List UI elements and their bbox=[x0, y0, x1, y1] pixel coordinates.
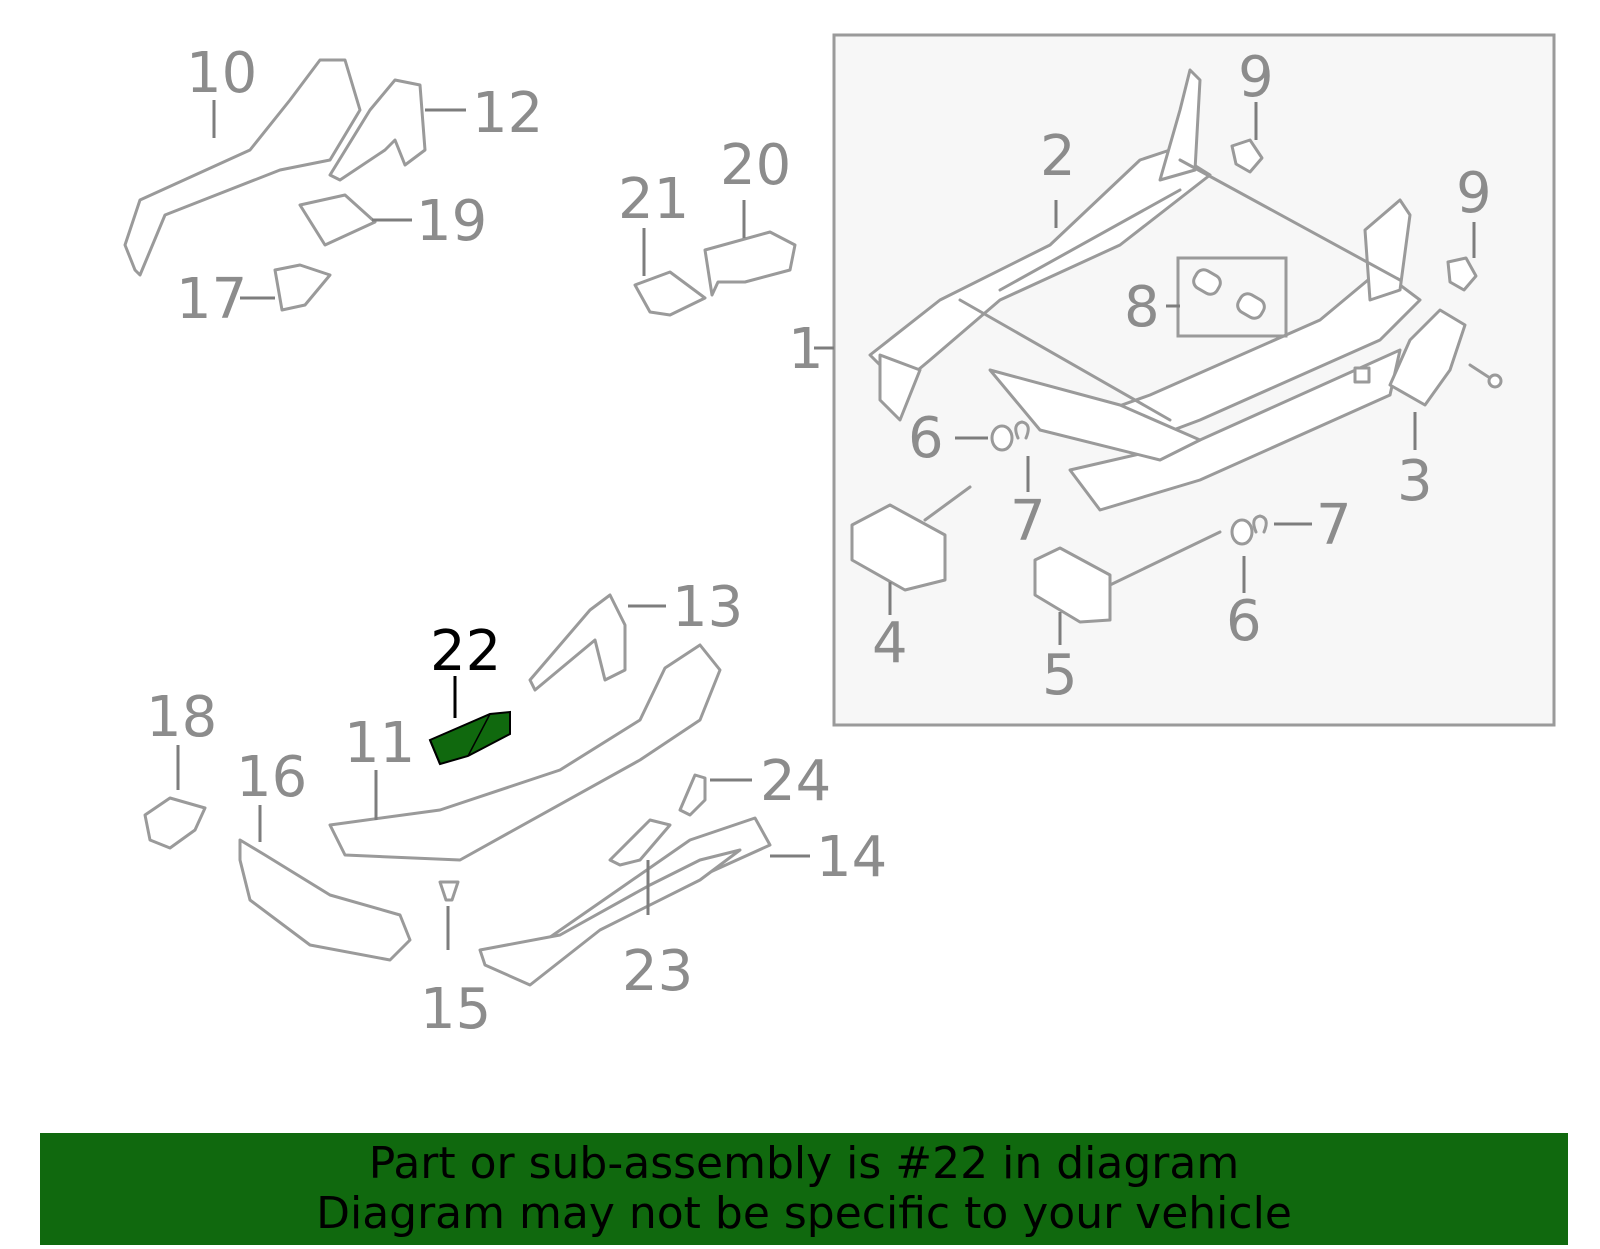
info-banner: Part or sub-assembly is #22 in diagram D… bbox=[40, 1133, 1568, 1245]
bushing-kit bbox=[1176, 256, 1288, 338]
callout-4: 4 bbox=[872, 611, 908, 676]
clip-7a bbox=[1014, 420, 1030, 440]
callout-15: 15 bbox=[420, 977, 491, 1042]
callout-11: 11 bbox=[344, 711, 415, 776]
cover-12 bbox=[328, 78, 427, 182]
callout-13: 13 bbox=[672, 575, 743, 640]
motor-5 bbox=[1033, 530, 1222, 624]
bumper-24b bbox=[608, 818, 672, 867]
cover-20 bbox=[703, 230, 797, 297]
callout-7a: 7 bbox=[1010, 489, 1046, 554]
cap-24 bbox=[678, 773, 707, 817]
cover-10 bbox=[123, 58, 362, 277]
bolt-15 bbox=[438, 880, 460, 902]
washer-6b bbox=[1230, 518, 1254, 546]
callout-5: 5 bbox=[1042, 643, 1078, 708]
bracket-21 bbox=[633, 270, 707, 317]
clip-9a bbox=[1230, 138, 1264, 174]
banner-line-2: Diagram may not be specific to your vehi… bbox=[316, 1188, 1292, 1239]
seat-frame bbox=[868, 68, 1422, 512]
callout-24: 24 bbox=[760, 749, 831, 814]
callout-9a: 9 bbox=[1238, 45, 1274, 110]
callout-23: 23 bbox=[622, 939, 693, 1004]
cover-16 bbox=[238, 838, 412, 962]
callout-21: 21 bbox=[618, 167, 689, 232]
callout-14: 14 bbox=[816, 825, 887, 890]
callout-6b: 6 bbox=[1226, 589, 1262, 654]
callout-19: 19 bbox=[416, 189, 487, 254]
callout-9b: 9 bbox=[1456, 161, 1492, 226]
callout-2: 2 bbox=[1040, 124, 1076, 189]
trim-23 bbox=[478, 848, 742, 987]
callout-20: 20 bbox=[720, 133, 791, 198]
bracket-19 bbox=[298, 193, 377, 247]
callout-16: 16 bbox=[236, 745, 307, 810]
clip-7b bbox=[1252, 514, 1268, 534]
callout-6a: 6 bbox=[908, 406, 944, 471]
bracket-17 bbox=[273, 263, 332, 312]
cover-13 bbox=[528, 593, 627, 692]
clip-18 bbox=[143, 796, 207, 850]
motor-4 bbox=[850, 485, 972, 592]
callout-22: 22 bbox=[430, 619, 501, 684]
leader-lines bbox=[176, 100, 1476, 950]
callout-labels: 1 2 3 4 5 6 6 7 7 8 9 9 10 11 12 13 14 1… bbox=[146, 41, 1492, 1042]
cover-11 bbox=[328, 643, 722, 862]
recliner-motor bbox=[1353, 308, 1503, 407]
callout-3: 3 bbox=[1397, 449, 1433, 514]
callout-17: 17 bbox=[176, 267, 247, 332]
callout-18: 18 bbox=[146, 685, 217, 750]
clip-9b bbox=[1446, 256, 1478, 292]
callout-10: 10 bbox=[186, 41, 257, 106]
callout-8: 8 bbox=[1124, 275, 1160, 340]
callout-1: 1 bbox=[788, 317, 824, 382]
highlighted-part-22 bbox=[428, 710, 511, 766]
callout-7b: 7 bbox=[1316, 493, 1352, 558]
banner-line-1: Part or sub-assembly is #22 in diagram bbox=[368, 1138, 1240, 1189]
callout-12: 12 bbox=[472, 81, 543, 146]
washer-6a bbox=[990, 424, 1014, 452]
